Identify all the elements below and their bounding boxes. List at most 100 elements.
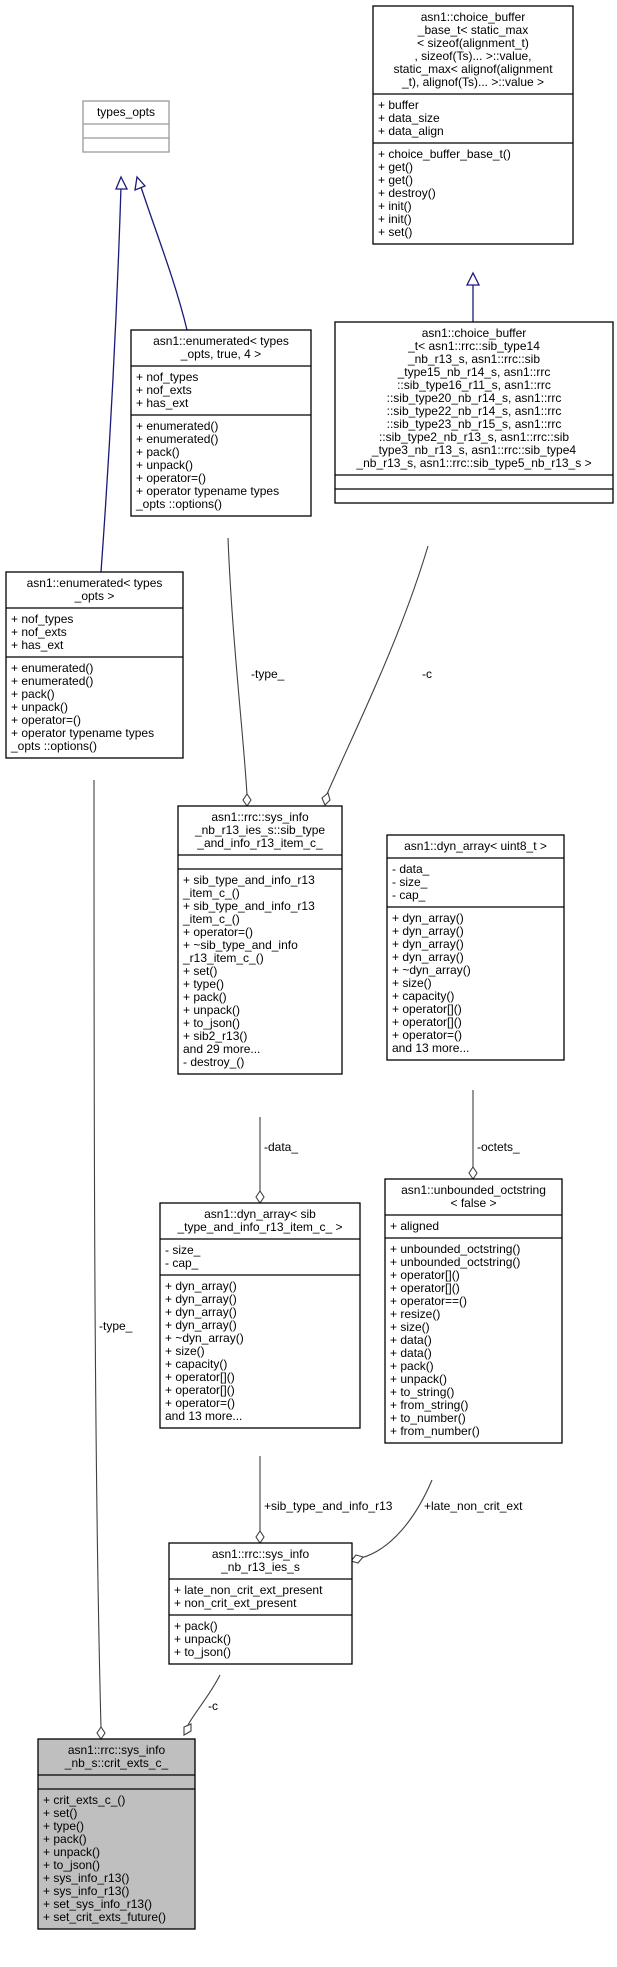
class-attribute: + has_ext: [136, 396, 189, 410]
class-box: [168, 1542, 353, 1665]
class-method: + capacity(): [165, 1357, 227, 1371]
class-title-line: _nb_r13_ies_s::sib_type: [194, 823, 325, 837]
class-method: + pack(): [11, 687, 55, 701]
class-method: + operator=(): [183, 925, 253, 939]
class-method: _opts ::options(): [10, 739, 97, 753]
class-title-line: asn1::enumerated< types: [153, 334, 289, 348]
class-method: + operator=(): [11, 713, 81, 727]
class-method: + unpack(): [174, 1632, 231, 1646]
aggregation-diamond: [242, 793, 252, 807]
class-title-line: _base_t< static_max: [417, 23, 528, 37]
class-method: + enumerated(): [11, 674, 93, 688]
edge-label-c-choice: -c: [422, 667, 432, 681]
class-node-enumerated-true4[interactable]: asn1::enumerated< types_opts, true, 4 >+…: [130, 329, 312, 517]
class-box: [384, 1178, 563, 1444]
class-method: + sys_info_r13(): [43, 1871, 129, 1885]
class-method: + sib_type_and_info_r13: [183, 873, 315, 887]
class-title-line: _type3_nb_r13_s, asn1::rrc::sib_type4: [371, 443, 576, 457]
class-node-unbounded-octstring[interactable]: asn1::unbounded_octstring< false >+ alig…: [384, 1178, 563, 1444]
class-method: + dyn_array(): [165, 1318, 237, 1332]
class-method: and 13 more...: [392, 1041, 469, 1055]
class-method: _item_c_(): [182, 912, 240, 926]
class-method: + size(): [392, 976, 432, 990]
class-node-dyn-array-uint8[interactable]: asn1::dyn_array< uint8_t >- data_- size_…: [386, 834, 565, 1061]
class-title-line: ::sib_type22_nb_r14_s, asn1::rrc: [387, 404, 562, 418]
class-method: + set(): [183, 964, 217, 978]
class-node-enumerated-types-opts[interactable]: asn1::enumerated< types_opts >+ nof_type…: [5, 571, 184, 759]
class-node-types-opts[interactable]: types_opts: [82, 100, 170, 153]
class-method: + size(): [165, 1344, 205, 1358]
class-method: + operator=(): [165, 1396, 235, 1410]
class-method: + operator[](): [390, 1281, 460, 1295]
class-box: [130, 329, 312, 517]
class-method: + dyn_array(): [392, 924, 464, 938]
class-attribute: + buffer: [378, 98, 419, 112]
class-method: + operator[](): [392, 1002, 462, 1016]
class-attribute: + non_crit_ext_present: [174, 1596, 297, 1610]
class-method: and 13 more...: [165, 1409, 242, 1423]
class-title-line: _opts >: [74, 589, 115, 603]
class-method: + pack(): [174, 1619, 218, 1633]
class-method: + dyn_array(): [165, 1292, 237, 1306]
class-method: + init(): [378, 212, 412, 226]
class-box: [37, 1738, 196, 1930]
class-method: + pack(): [136, 445, 180, 459]
class-method: + pack(): [183, 990, 227, 1004]
class-method: + capacity(): [392, 989, 454, 1003]
class-title-line: asn1::enumerated< types: [27, 576, 163, 590]
class-node-sys-info-nb-r13-ies[interactable]: asn1::rrc::sys_info_nb_r13_ies_s+ late_n…: [168, 1542, 353, 1665]
class-method: + set(): [43, 1806, 77, 1820]
class-title-line: _type15_nb_r14_s, asn1::rrc: [397, 365, 551, 379]
aggregation-diamond: [255, 1530, 265, 1544]
class-method: + resize(): [390, 1307, 440, 1321]
class-box: [334, 321, 614, 504]
class-title-line: asn1::dyn_array< uint8_t >: [404, 839, 547, 853]
class-method: + dyn_array(): [165, 1305, 237, 1319]
class-method: + to_json(): [183, 1016, 240, 1030]
class-node-dyn-array-sib[interactable]: asn1::dyn_array< sib_type_and_info_r13_i…: [159, 1202, 361, 1429]
class-method: and 29 more...: [183, 1042, 260, 1056]
class-title-line: _t), alignof(Ts)... >::value >: [401, 75, 544, 89]
class-node-choice-buffer-sib[interactable]: asn1::choice_buffer_t< asn1::rrc::sib_ty…: [334, 321, 614, 504]
class-method: + operator typename types: [136, 484, 279, 498]
class-method: + destroy(): [378, 186, 436, 200]
edge-label-type-enum4: -type_: [251, 667, 285, 681]
class-method: + unbounded_octstring(): [390, 1255, 520, 1269]
edge-label-data: -data_: [264, 1140, 298, 1154]
class-method: + crit_exts_c_(): [43, 1793, 125, 1807]
aggregation-diamond: [321, 792, 331, 806]
class-method: + dyn_array(): [392, 950, 464, 964]
class-method: _opts ::options(): [135, 497, 222, 511]
inheritance-arrow-head: [465, 271, 481, 286]
class-method: + operator=(): [136, 471, 206, 485]
class-box: [372, 5, 574, 245]
class-method: + set(): [378, 225, 412, 239]
class-method: + operator==(): [390, 1294, 467, 1308]
class-attribute: + nof_types: [136, 370, 198, 384]
class-title-line: _opts, true, 4 >: [180, 347, 261, 361]
class-title-line: _nb_r13_s, asn1::rrc::sib_type5_nb_r13_s…: [355, 456, 591, 470]
class-box: [5, 571, 184, 759]
class-attribute: + nof_types: [11, 612, 73, 626]
class-method: + ~dyn_array(): [392, 963, 471, 977]
class-method: + sib_type_and_info_r13: [183, 899, 315, 913]
class-method: + pack(): [390, 1359, 434, 1373]
class-title-line: ::sib_type2_nb_r13_s, asn1::rrc::sib: [379, 430, 569, 444]
class-title-line: _type_and_info_r13_item_c_ >: [176, 1220, 342, 1234]
class-node-sib-type-and-info-item[interactable]: asn1::rrc::sys_info_nb_r13_ies_s::sib_ty…: [177, 805, 343, 1075]
class-node-crit-exts-c[interactable]: asn1::rrc::sys_info_nb_s::crit_exts_c_+ …: [37, 1738, 196, 1930]
inheritance-arrow-head: [134, 175, 147, 192]
class-title-line: asn1::unbounded_octstring: [401, 1183, 546, 1197]
class-title-line: static_max< alignof(alignment: [393, 62, 553, 76]
class-title-line: asn1::rrc::sys_info: [211, 810, 309, 824]
class-method: + enumerated(): [136, 419, 218, 433]
aggregation-diamond: [255, 1190, 265, 1204]
class-node-choice-buffer-base[interactable]: asn1::choice_buffer_base_t< static_max< …: [372, 5, 574, 245]
class-title-line: asn1::choice_buffer: [421, 10, 526, 24]
member-edge-c-choice: [326, 545, 429, 795]
class-title-line: asn1::rrc::sys_info: [68, 1743, 166, 1757]
class-method: + operator typename types: [11, 726, 154, 740]
class-method: + operator[](): [165, 1383, 235, 1397]
class-title-line: asn1::dyn_array< sib: [204, 1207, 316, 1221]
